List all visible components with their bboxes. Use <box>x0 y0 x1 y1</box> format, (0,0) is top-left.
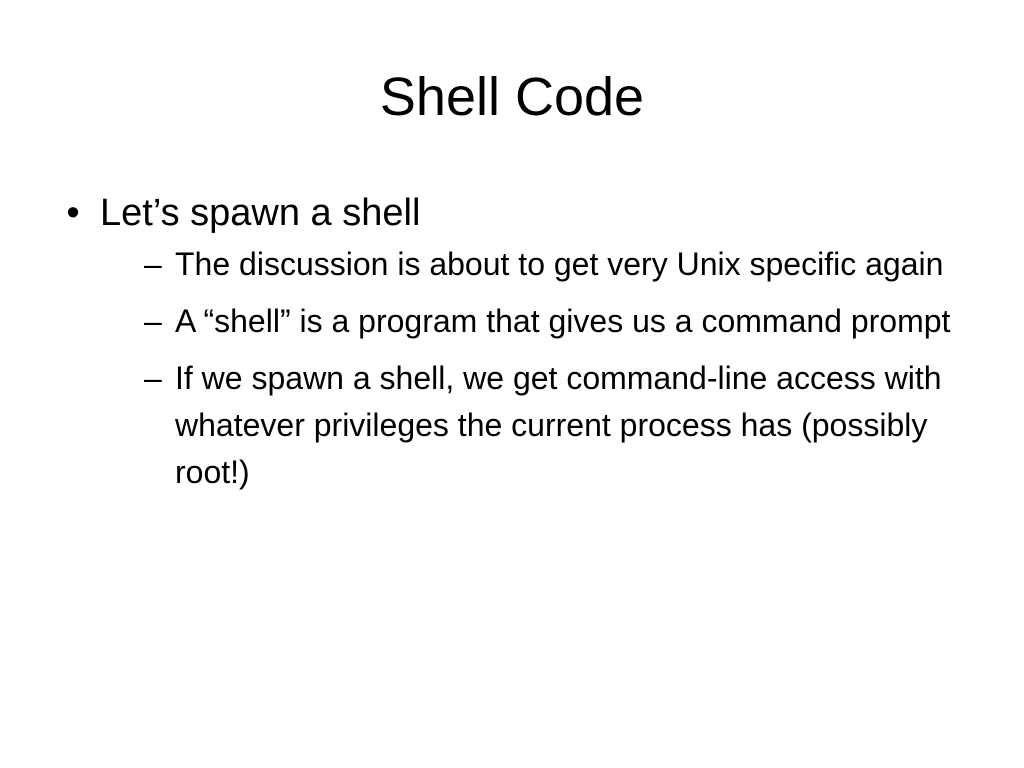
sub-bullet-item: – If we spawn a shell, we get command-li… <box>144 355 958 496</box>
sub-bullet-marker: – <box>144 303 162 339</box>
sub-bullet-item: – A “shell” is a program that gives us a… <box>144 298 958 345</box>
sub-bullet-item: – The discussion is about to get very Un… <box>144 241 958 288</box>
sub-bullet-text: If we spawn a shell, we get command-line… <box>175 360 942 490</box>
sub-bullet-marker: – <box>144 360 162 396</box>
sub-bullet-list: – The discussion is about to get very Un… <box>100 241 958 496</box>
sub-bullet-text: The discussion is about to get very Unix… <box>175 246 944 282</box>
sub-bullet-marker: – <box>144 246 162 282</box>
slide-title: Shell Code <box>379 67 645 127</box>
bullet-list: • Let’s spawn a shell – The discussion i… <box>58 185 958 506</box>
bullet-text: Let’s spawn a shell <box>100 192 421 234</box>
sub-bullet-text: A “shell” is a program that gives us a c… <box>175 303 951 339</box>
bullet-marker: • <box>66 192 80 234</box>
bullet-item: • Let’s spawn a shell – The discussion i… <box>58 185 958 496</box>
